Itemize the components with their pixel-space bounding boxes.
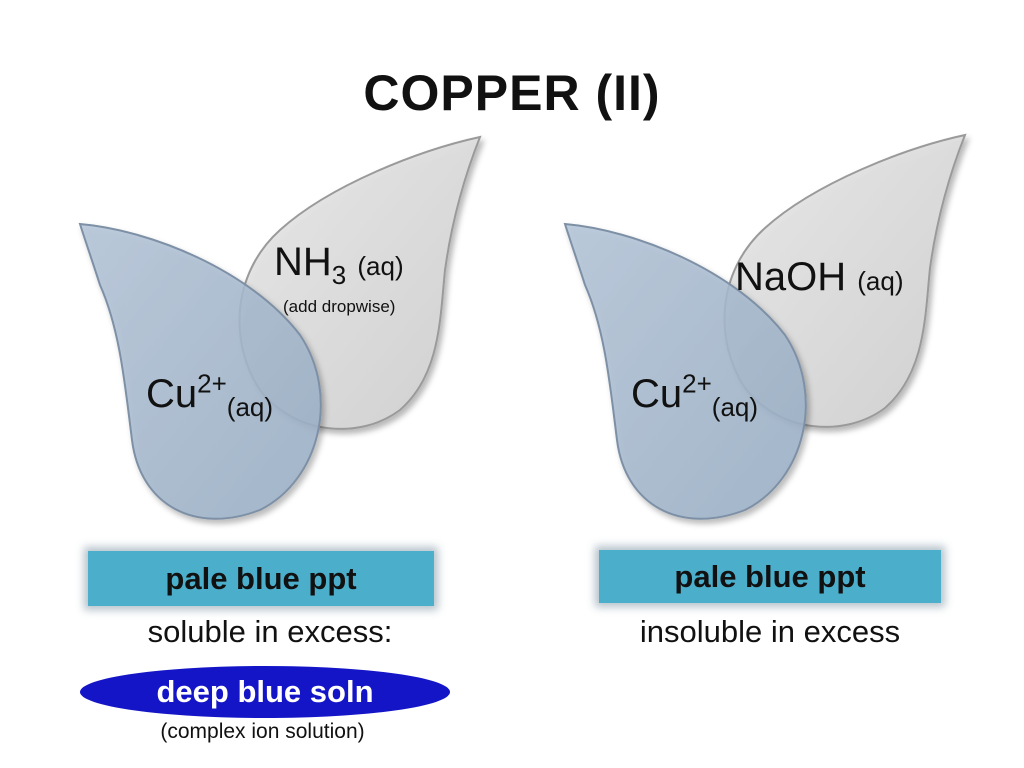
reagent-state-right: (aq): [857, 266, 904, 296]
ion-drop-right: [563, 222, 807, 520]
ion-charge-right: 2+: [682, 368, 712, 399]
result-box-right: pale blue ppt: [599, 550, 941, 603]
ion-drop-left: [78, 222, 322, 520]
reagent-note-left: (add dropwise): [283, 297, 396, 316]
excess-text-left: soluble in excess:: [147, 614, 393, 649]
ion-state-right: (aq): [711, 392, 759, 422]
product-oval-left: deep blue soln: [80, 666, 450, 718]
ion-charge-left: 2+: [197, 368, 227, 399]
ion-label-right: Cu2+(aq): [631, 368, 759, 422]
reagent-label-right: NaOH (aq): [735, 255, 904, 299]
product-note-left: (complex ion solution): [160, 720, 365, 743]
page-title: COPPER (II): [363, 65, 661, 121]
ion-label-left: Cu2+(aq): [146, 368, 274, 422]
reagent-subscript-left: 3: [331, 260, 347, 290]
reagent-label-left: NH3 (aq): [274, 240, 404, 290]
reagent-state-left: (aq): [357, 251, 404, 281]
ion-state-left: (aq): [226, 392, 274, 422]
result-box-left: pale blue ppt: [88, 551, 434, 606]
excess-text-right: insoluble in excess: [639, 614, 901, 649]
